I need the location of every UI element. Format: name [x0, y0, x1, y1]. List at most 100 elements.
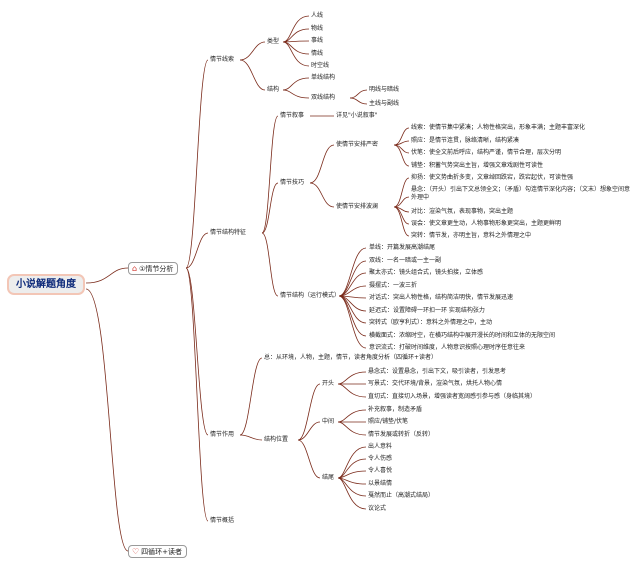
- leaf-type: 事线: [311, 37, 324, 44]
- node-operation[interactable]: 情节结构（运行模式）: [280, 292, 341, 299]
- leaf-type: 时空线: [311, 62, 330, 69]
- leaf-middle: 情节发展或转折（反转）: [368, 431, 435, 438]
- node-middle[interactable]: 中间: [322, 418, 335, 425]
- leaf-narrative-note: 详见"小说叙事": [336, 112, 378, 119]
- connector: [338, 295, 367, 349]
- connector: [337, 383, 367, 398]
- leaf-wave: 误会：使文章更生动，人物事物形象更突出，主题更鲜明: [411, 220, 562, 227]
- node-double-line[interactable]: 双线结构: [311, 94, 336, 101]
- connector: [297, 383, 321, 441]
- node-wave[interactable]: 使情节安排波澜: [336, 203, 379, 210]
- leaf-opening: 写景式：交代环境/背景，渲染气氛，烘托人物心情: [368, 380, 503, 387]
- connector: [297, 421, 321, 441]
- leaf-operation: 横截面式：浓缩时空，在横巧结构中展开漫长的时间和立体的无限空间: [369, 332, 556, 339]
- leaf-tight: 铺垫：积蓄气势突出主旨，增强文章戏剧性可读性: [411, 162, 544, 169]
- connector: [349, 97, 368, 105]
- leaf-operation: 意识流式：打破时间维度，人物意识按照心理时序任意往来: [369, 344, 526, 351]
- connector: [337, 477, 367, 510]
- leaf-operation: 延迟式：设置障碍一环扣一环 实现结构张力: [369, 307, 485, 314]
- node-plot-function[interactable]: 情节作用: [210, 431, 235, 438]
- leaf-middle: 补充叙事，制造矛盾: [368, 406, 423, 413]
- node-tight[interactable]: 使情节安排严密: [336, 141, 379, 148]
- node-type[interactable]: 类型: [267, 38, 280, 45]
- leaf-double-line: 主线与副线: [369, 100, 400, 107]
- connector: [282, 77, 310, 91]
- home-icon: ⌂: [132, 264, 138, 273]
- leaf-operation: 对话式：突出人物性格，结构简洁明快，情节发展迅速: [369, 294, 514, 301]
- branch-four-cycles[interactable]: ♡四循环+读者: [128, 545, 188, 558]
- connector: [337, 371, 367, 385]
- connector: [185, 267, 209, 522]
- leaf-type: 人线: [311, 12, 324, 19]
- leaf-tight: 线索：使情节集中紧凑；人物性格突出，形象丰满；主题丰富深化: [411, 124, 586, 131]
- leaf-middle: 照应/铺垫/伏笔: [368, 418, 409, 425]
- connector: [338, 260, 367, 297]
- connector: [393, 127, 410, 146]
- leaf-wave: 抑扬：使文势曲折多变，文章绰回跌宕，跌宕起伏，可读性强: [411, 174, 574, 181]
- connector: [239, 434, 263, 441]
- node-structure-features[interactable]: 情节结构特征: [210, 229, 247, 236]
- leaf-type: 情线: [311, 50, 324, 57]
- connector: [261, 115, 279, 234]
- connector: [282, 89, 310, 99]
- connector: [338, 295, 367, 337]
- leaf-single-line: 单线结构: [311, 74, 336, 81]
- leaf-ending: 议论式: [368, 505, 387, 512]
- leaf-opening: 悬念式：设置悬念，引出下文，吸引读者，引发思考: [368, 368, 507, 375]
- node-position[interactable]: 结构位置: [264, 436, 289, 443]
- branch-label: ①情节分析: [139, 265, 174, 273]
- leaf-tight: 照应：是情节连贯，脉络清晰，结构紧凑: [411, 137, 520, 144]
- leaf-ending: 令人伤感: [368, 455, 393, 462]
- node-plot-clue[interactable]: 情节线索: [210, 56, 235, 63]
- node-structure[interactable]: 结构: [267, 86, 280, 93]
- connector: [185, 59, 209, 269]
- node-plot-summary[interactable]: 情节概括: [210, 517, 235, 524]
- node-ending[interactable]: 结尾: [322, 474, 335, 481]
- leaf-double-line: 明线与暗线: [369, 86, 400, 93]
- leaf-ending: 出人意料: [368, 443, 393, 450]
- heart-icon: ♡: [132, 547, 140, 556]
- connector: [261, 182, 279, 234]
- connector: [297, 439, 321, 479]
- leaf-tight: 伏笔：使全文前后呼应，结构严谨，情节合理，层次分明: [411, 149, 562, 156]
- leaf-operation: 聚太亦式：镜头组合式，镜头拍接，立体感: [369, 269, 484, 276]
- connector: [393, 144, 410, 154]
- leaf-operation: 单线：开篇发展高潮结尾: [369, 244, 436, 251]
- node-opening[interactable]: 开头: [322, 380, 335, 387]
- connector: [337, 409, 367, 423]
- node-technique[interactable]: 情节技巧: [280, 179, 305, 186]
- root-topic[interactable]: 小说解题角度: [7, 274, 85, 295]
- leaf-type: 物线: [311, 25, 324, 32]
- connector: [309, 182, 335, 208]
- leaf-ending: 令人喜悦: [368, 467, 393, 474]
- connector: [282, 41, 310, 67]
- connector: [393, 206, 410, 237]
- leaf-operation: 双线：一名一暗或一主一副: [369, 257, 442, 264]
- connector: [393, 196, 410, 208]
- connector: [393, 177, 410, 208]
- connector: [85, 267, 129, 284]
- connector: [349, 89, 368, 99]
- leaf-ending: 戛然而止（高潮式结局）: [368, 492, 435, 499]
- leaf-operation: 摄摆式：一波三折: [369, 282, 418, 289]
- leaf-wave: 对比：渲染气氛，表现事物，突出主题: [411, 208, 514, 215]
- connector: [185, 232, 209, 269]
- connector: [239, 41, 266, 61]
- branch-plot-analysis[interactable]: ⌂①情节分析: [128, 262, 179, 275]
- connector: [309, 144, 335, 184]
- leaf-opening: 直切式：直接切入场景，增强读者宽阔感引参与感（身临其境）: [368, 393, 537, 400]
- leaf-ending: 以景结情: [368, 480, 393, 487]
- connector: [239, 59, 266, 91]
- connector: [261, 232, 279, 297]
- leaf-operation: 突转式（欧亨利式）：意料之外情理之中，主动: [369, 319, 493, 326]
- leaf-function-summary: 总：从环境，人物，主题，情节，读者角度分析（四循环+读者）: [264, 354, 438, 361]
- connector: [185, 267, 209, 436]
- connector: [337, 421, 367, 436]
- connector: [239, 357, 263, 436]
- branch-label: 四循环+读者: [141, 548, 183, 556]
- node-narrative[interactable]: 情节叙事: [280, 112, 305, 119]
- leaf-wave: 突转：情节发，亦明主旨，意料之外情理之中: [411, 232, 532, 239]
- connector: [338, 247, 367, 297]
- connector: [85, 288, 129, 552]
